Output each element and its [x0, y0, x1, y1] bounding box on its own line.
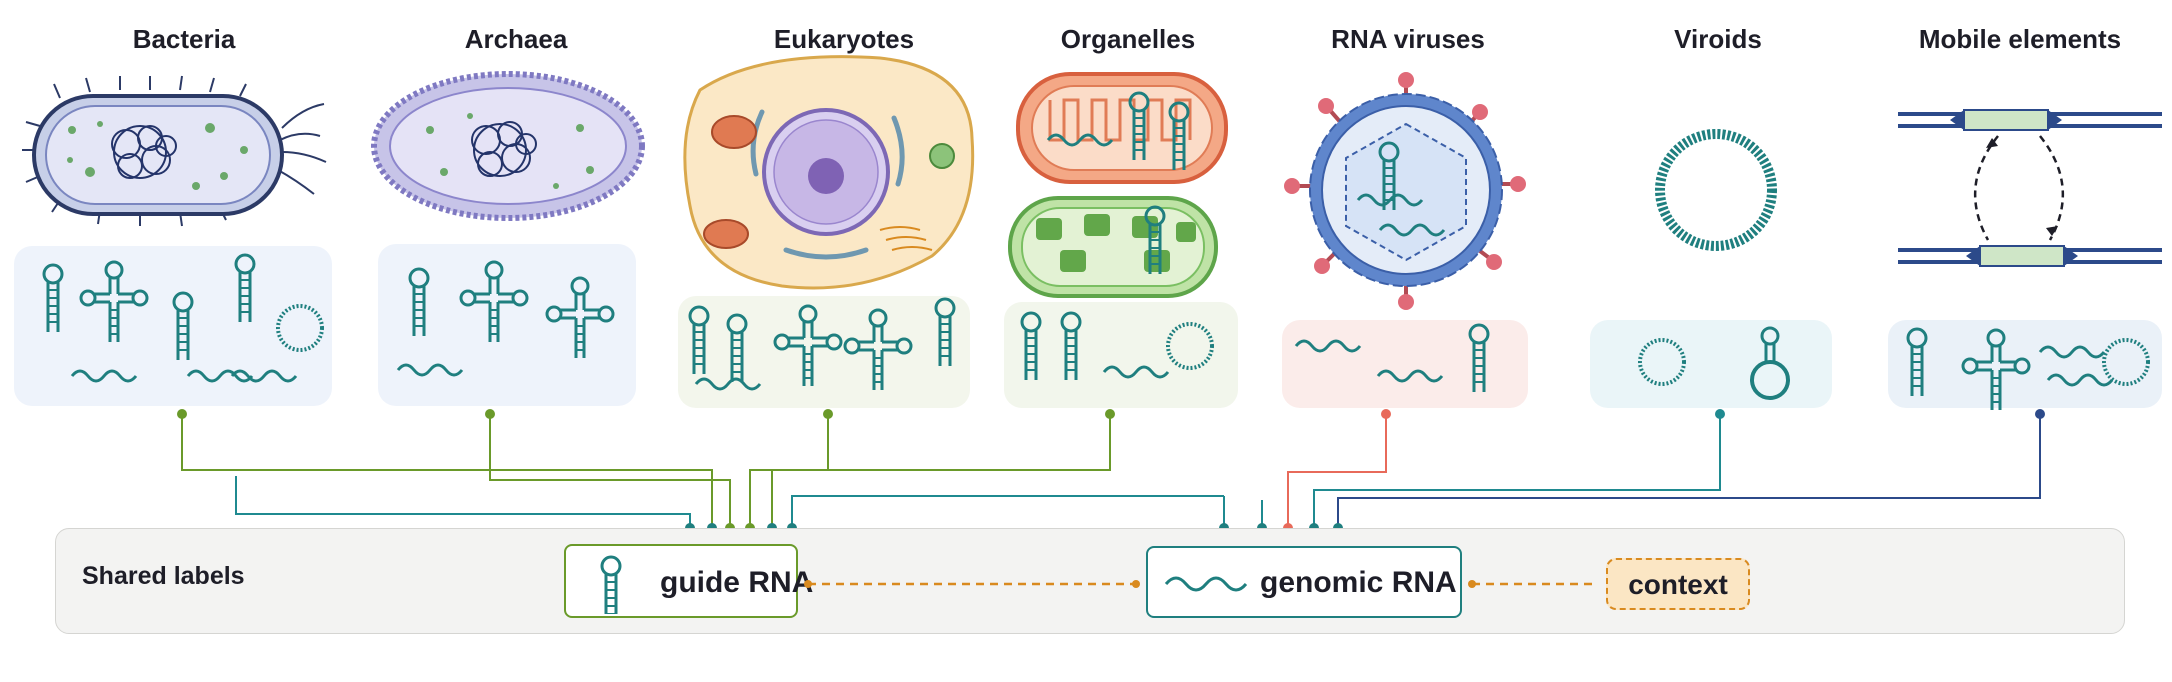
viroid-rna-panel	[1590, 320, 1832, 408]
genomic-rna-wave-icon	[1164, 576, 1248, 592]
context-label: context	[1628, 569, 1728, 600]
archaeon-illustration	[371, 71, 645, 221]
shared-labels-panel	[55, 528, 2125, 634]
genomic-rna-label: genomic RNA	[1260, 566, 1457, 599]
eukaryote-rna-panel	[678, 296, 970, 408]
column-title-bacteria: Bacteria	[132, 24, 236, 54]
guide-rna-label: guide RNA	[660, 566, 814, 599]
column-title-mobile-elements: Mobile elements	[1918, 24, 2122, 54]
eukaryotic-cell-illustration	[683, 55, 975, 290]
column-title-viroids: Viroids	[1674, 24, 1762, 54]
shared-labels-title: Shared labels	[82, 562, 245, 590]
viroid-rna-glyphs	[1638, 326, 1790, 400]
column-title-organelles: Organelles	[1060, 24, 1196, 54]
viroid-illustration	[1655, 129, 1777, 251]
mobile-rna-panel	[1888, 320, 2162, 408]
rna-virus-illustration	[1284, 72, 1526, 310]
context-label-box[interactable]	[1606, 558, 1750, 610]
guide-rna-label-box[interactable]	[564, 544, 798, 618]
genomic-rna-label-box[interactable]	[1146, 546, 1462, 618]
column-title-archaea: Archaea	[464, 24, 568, 54]
column-title-eukaryotes: Eukaryotes	[773, 24, 915, 54]
bacteria-rna-panel	[14, 246, 332, 406]
connector-lines	[181, 414, 2041, 526]
column-title-rna-viruses: RNA viruses	[1331, 24, 1485, 54]
bacterium-illustration	[22, 75, 327, 227]
virus-rna-panel	[1282, 320, 1528, 408]
mobile-elements-illustration	[1898, 109, 2162, 267]
organelle-rna-panel	[1004, 302, 1238, 408]
